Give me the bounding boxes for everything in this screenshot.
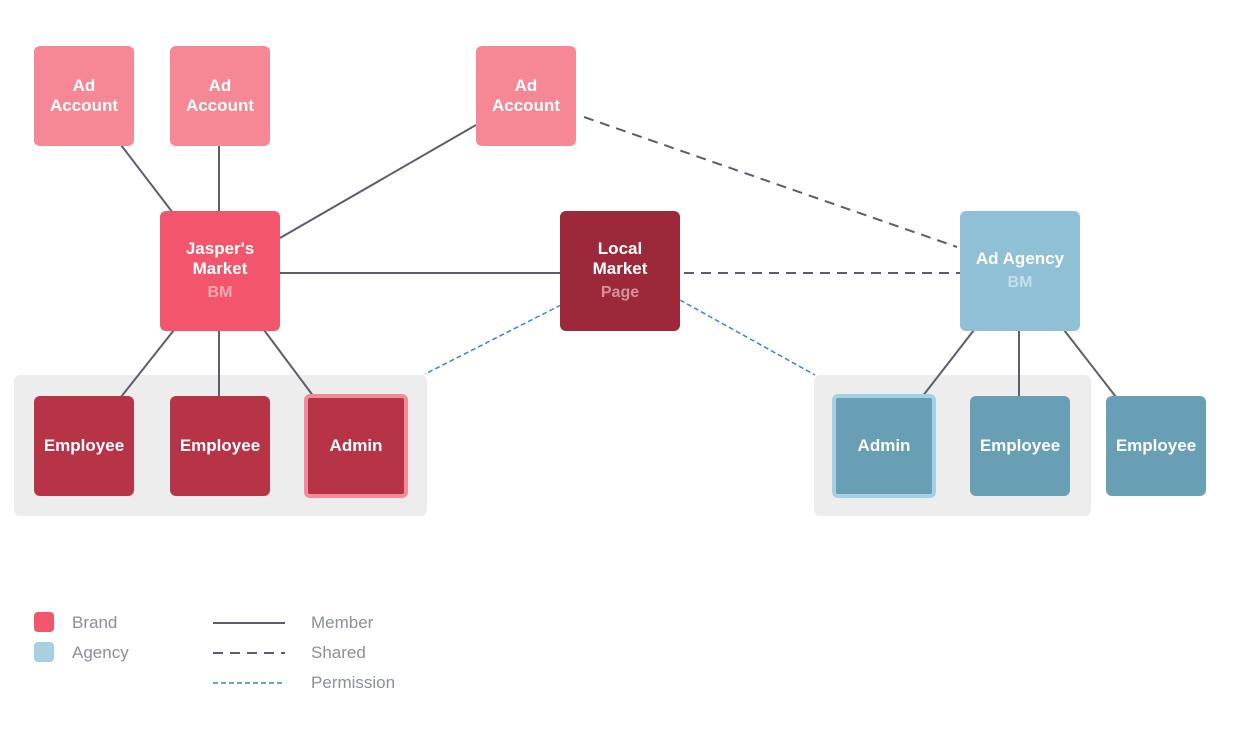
legend-brand-label: Brand xyxy=(72,613,118,632)
node-title: Employee xyxy=(179,436,261,455)
node-title: Admin xyxy=(329,436,383,455)
node-subtitle: BM xyxy=(1007,274,1033,291)
agency-employee-node[interactable]: Employee xyxy=(970,396,1070,496)
member-line xyxy=(1063,329,1117,398)
local-market-page-node[interactable]: Local Market Page xyxy=(560,211,680,331)
shared-line xyxy=(583,116,958,248)
agency-swatch xyxy=(34,642,54,662)
node-title: Employee xyxy=(1115,436,1197,455)
node-subtitle: BM xyxy=(207,284,233,301)
node-title: Employee xyxy=(43,436,125,455)
node-title: Admin xyxy=(857,436,911,455)
node-subtitle: Page xyxy=(600,284,640,301)
member-line xyxy=(120,329,175,398)
brand-admin-node[interactable]: Admin xyxy=(304,394,408,498)
brand-swatch xyxy=(34,612,54,632)
ad-account-node[interactable]: Ad Account xyxy=(34,46,134,146)
legend-line-samples xyxy=(213,622,285,684)
legend-shared-label: Shared xyxy=(311,643,366,662)
legend-permission-label: Permission xyxy=(311,673,396,692)
permission-line xyxy=(424,304,562,375)
member-line xyxy=(279,124,477,239)
node-title: Employee xyxy=(979,436,1061,455)
legend-member-label: Member xyxy=(311,613,374,632)
ad-account-node[interactable]: Ad Account xyxy=(476,46,576,146)
member-line xyxy=(921,329,975,398)
legend-agency-label: Agency xyxy=(72,643,129,662)
node-title: Ad Account xyxy=(186,76,254,115)
brand-employee-node[interactable]: Employee xyxy=(34,396,134,496)
member-line xyxy=(263,329,315,398)
node-title: Local Market xyxy=(592,239,648,278)
permission-line xyxy=(679,299,816,376)
agency-employee-node[interactable]: Employee xyxy=(1106,396,1206,496)
node-title: Jasper's Market xyxy=(185,239,255,278)
ad-agency-bm-node[interactable]: Ad Agency BM xyxy=(960,211,1080,331)
node-title: Ad Account xyxy=(50,76,118,115)
jaspers-market-bm-node[interactable]: Jasper's Market BM xyxy=(160,211,280,331)
member-line xyxy=(120,144,174,214)
node-title: Ad Account xyxy=(492,76,560,115)
ad-account-node[interactable]: Ad Account xyxy=(170,46,270,146)
node-title: Ad Agency xyxy=(975,249,1065,268)
agency-admin-node[interactable]: Admin xyxy=(832,394,936,498)
brand-employee-node[interactable]: Employee xyxy=(170,396,270,496)
